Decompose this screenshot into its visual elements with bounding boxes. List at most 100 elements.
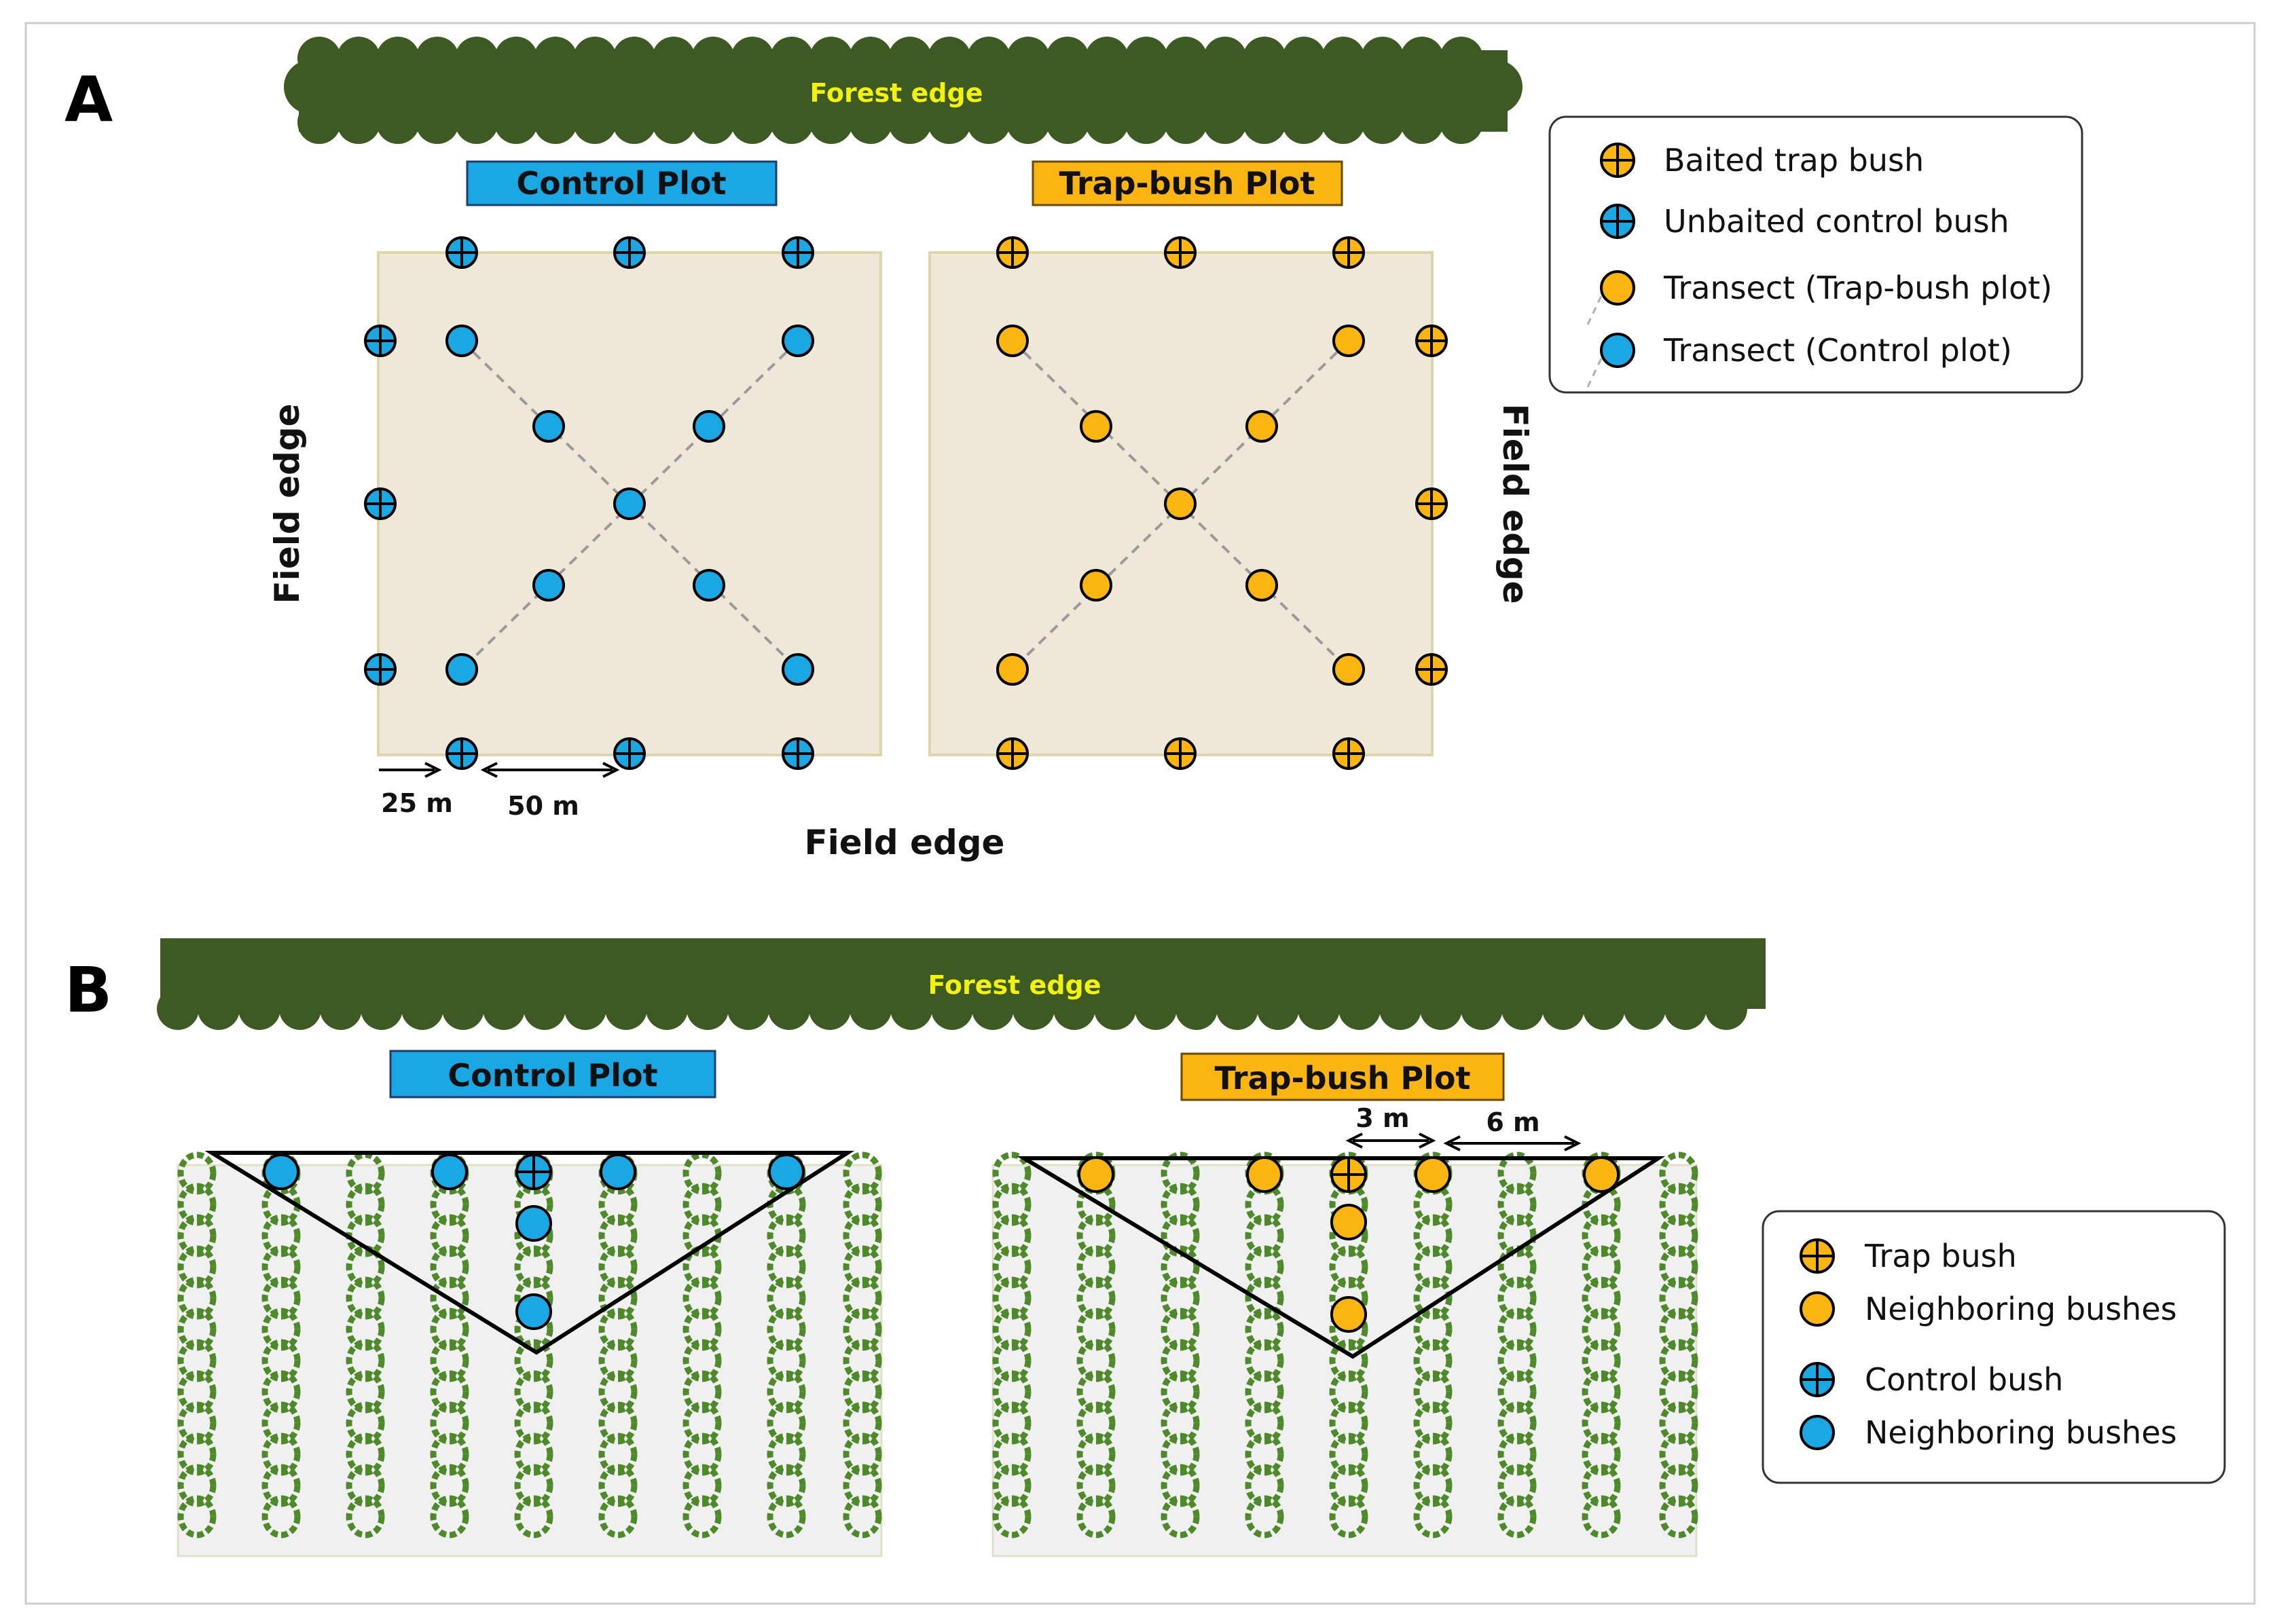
legend-b-marker-1 [1800,1291,1835,1327]
panel-b-dist-arrows [1345,1132,1582,1151]
forest-a-bump-bottom [534,100,577,144]
bush-row-segment [1161,1183,1200,1226]
legend-a-label-3: Transect (Control plot) [1663,332,2012,369]
forest-b-bump [198,988,240,1030]
bush-row-segment [346,1433,385,1476]
bush-row-segment [1497,1433,1537,1476]
forest-a-bump-bottom [1006,100,1050,144]
trap-bush-marker [1332,236,1365,269]
forest-a-bump-bottom [1085,100,1129,144]
bush-row-segment [1497,1151,1537,1195]
bush-row-segment [992,1183,1032,1226]
bush-row-segment [767,1464,806,1507]
forest-b-bump [157,988,199,1030]
legend-b-marker-2 [1800,1362,1835,1397]
forest-b-bump [483,988,525,1030]
bush-row-segment [1413,1339,1453,1382]
bush-row-segment [598,1183,638,1226]
trap-bush-marker [1332,737,1365,770]
trap-neighbor-marker [1330,1296,1367,1333]
panel-b-markers [263,1154,1620,1333]
forest-a-bump-bottom [770,100,814,144]
panel-b-dist-6: 6 m [1486,1107,1539,1137]
forest-b-bump [1664,988,1707,1030]
bush-row-segment [992,1370,1032,1414]
trap-transect-marker [1245,569,1278,602]
bush-row-segment [514,1401,553,1445]
bush-row-segment [843,1276,882,1320]
panel-b-forest: Forest edge [157,938,1766,1030]
bush-row-segment [843,1308,882,1351]
bush-row-segment [1076,1495,1116,1538]
bush-row-segment [1161,1370,1200,1414]
bush-row-segment [682,1308,722,1351]
bush-row-segment [843,1339,882,1382]
bush-row-segment [682,1151,722,1195]
bush-row-segment [261,1495,301,1538]
control-neighbor-marker [515,1293,552,1330]
bush-row-segment [1582,1245,1621,1289]
legend-b-label-1: Neighboring bushes [1865,1291,2177,1327]
bush-row-segment [767,1276,806,1320]
bush-row-segment [177,1433,217,1476]
bush-row-segment [992,1339,1032,1382]
forest-a-bump-bottom [573,100,617,144]
bush-row-segment [843,1214,882,1257]
bush-row-segment [992,1214,1032,1257]
bush-row-segment [1582,1339,1621,1382]
panel-a-dist-arrows [379,762,620,778]
forest-b-bump [1013,988,1055,1030]
bush-row-segment [1497,1464,1537,1507]
bush-row-segment [598,1339,638,1382]
bush-row-segment [177,1401,217,1445]
bush-row-segment [261,1370,301,1414]
bush-row-segment [1659,1495,1698,1538]
bush-row-segment [1659,1464,1698,1507]
legend-a-marker-0 [1600,143,1635,178]
legend-a-label-2: Transect (Trap-bush plot) [1663,270,2052,306]
forest-a-bump-bottom [1361,100,1404,144]
bush-row-segment [682,1495,722,1538]
forest-b-bump [1338,988,1381,1030]
forest-b-bump [1461,988,1503,1030]
forest-a-bump-bottom [1125,100,1168,144]
bush-row-segment [598,1433,638,1476]
bush-row-segment [346,1370,385,1414]
bush-row-segment [1659,1151,1698,1195]
forest-a-bump-top [888,37,932,80]
trap-bush-marker [1164,236,1197,269]
bush-row-segment [1582,1308,1621,1351]
trap-transect-marker [1164,487,1197,520]
panel-a-legend-markers [1600,143,1635,368]
forest-a-bump-bottom [888,100,932,144]
trap-bush-marker [1415,487,1448,520]
forest-a-bump-top [1400,37,1444,80]
bush-row-segment [346,1464,385,1507]
bush-row-segment [1329,1370,1368,1414]
panel-a-field-edge-bottom: Field edge [805,823,1005,862]
forest-b-bump [768,988,810,1030]
forest-a-bump-top [967,37,1010,80]
bush-row-segment [177,1370,217,1414]
forest-b-bump [1135,988,1177,1030]
forest-a-bump-top [1203,37,1247,80]
bush-row-segment [1413,1464,1453,1507]
bush-row-segment [1161,1495,1200,1538]
forest-a-bump-top [1125,37,1168,80]
panel-b-forest-label: Forest edge [928,970,1101,1000]
bush-row-segment [1659,1339,1698,1382]
bush-row-segment [1497,1276,1537,1320]
legend-a-label-1: Unbaited control bush [1664,203,2009,240]
bush-row-segment [682,1339,722,1382]
control-transect-marker [693,410,725,443]
bush-row-segment [346,1245,385,1289]
bush-row-segment [430,1245,469,1289]
panel-a-forest-label: Forest edge [810,78,983,108]
bush-row-segment [177,1214,217,1257]
forest-b-bump [1094,988,1136,1030]
forest-b-bump [524,988,566,1030]
figure-frame [24,22,2256,1605]
forest-a-bump-top [849,37,892,80]
bush-row-segment [1659,1401,1698,1445]
panel-a-trap-label: Trap-bush Plot [1059,165,1315,202]
